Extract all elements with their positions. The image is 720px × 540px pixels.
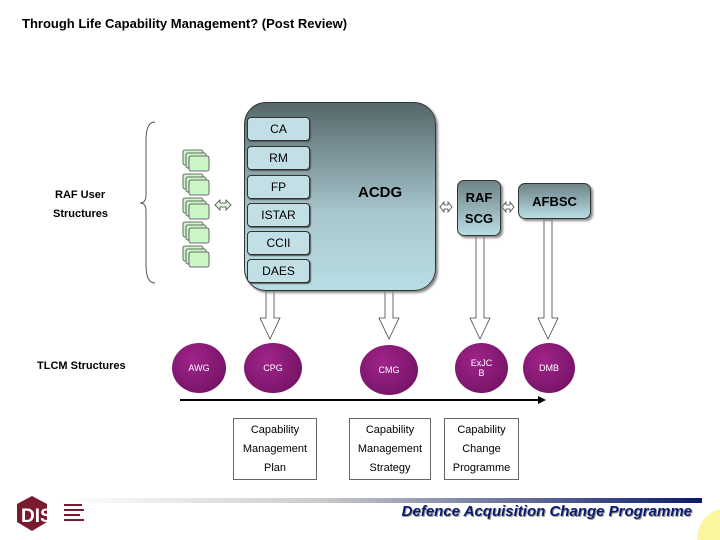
down-arrows (259, 219, 559, 340)
structures-label: Structures (53, 208, 109, 220)
stack-card (188, 203, 210, 220)
acdg-item-istar: ISTAR (247, 203, 310, 227)
raf-scg-box: RAF SCG (457, 180, 501, 236)
output-line: Strategy (369, 462, 411, 475)
raf-scg-line2: SCG (464, 211, 494, 226)
down-arrow-icon (259, 290, 281, 340)
afbsc-box: AFBSC (518, 183, 591, 219)
raf-user-label: RAF User (55, 189, 106, 201)
output-line: Management (357, 442, 423, 455)
down-arrow-icon (469, 235, 491, 340)
stack-card (188, 179, 210, 196)
down-arrow-icon (537, 219, 559, 340)
footer-circle (697, 508, 720, 540)
dis-logo: DIS (17, 496, 84, 531)
output-line: Programme (452, 462, 511, 475)
svg-text:DIS: DIS (21, 506, 53, 527)
exjcb-ellipse: ExJC B (455, 343, 508, 393)
output-line: Capability (457, 423, 506, 436)
slide-title: Through Life Capability Management? (Pos… (22, 16, 348, 31)
acdg-label: ACDG (358, 184, 403, 201)
double-arrows (214, 199, 515, 214)
acdg-item-fp: FP (247, 175, 310, 199)
cpg-ellipse: CPG (244, 343, 302, 393)
double-arrow-icon (501, 200, 515, 214)
down-arrow-icon (378, 290, 400, 340)
dmb-ellipse: DMB (523, 343, 575, 393)
acdg-item-ccii: CCII (247, 231, 310, 255)
acdg-item-ca: CA (247, 117, 310, 141)
acdg-item-rm: RM (247, 146, 310, 170)
output-line: Capability (250, 423, 300, 436)
tlcm-label: TLCM Structures (37, 360, 126, 372)
footer-text: Defence Acquisition Change Programme (401, 503, 692, 520)
awg-ellipse: AWG (172, 343, 226, 393)
raf-scg-line1: RAF (465, 190, 493, 205)
output-line: Plan (263, 462, 287, 475)
acdg-item-daes: DAES (247, 259, 310, 283)
brace (139, 121, 156, 284)
double-arrow-icon (214, 199, 232, 211)
output-line: Capability (365, 423, 415, 436)
cmg-ellipse: CMG (360, 345, 418, 395)
user-structure-stacks (182, 149, 210, 268)
stack-card (188, 155, 210, 172)
stack-card (188, 251, 210, 268)
output-line: Change (462, 442, 501, 455)
output-line: Management (242, 442, 308, 455)
stack-card (188, 227, 210, 244)
double-arrow-icon (439, 200, 453, 214)
timeline-arrowhead (538, 396, 546, 404)
footer-rule (60, 498, 702, 503)
